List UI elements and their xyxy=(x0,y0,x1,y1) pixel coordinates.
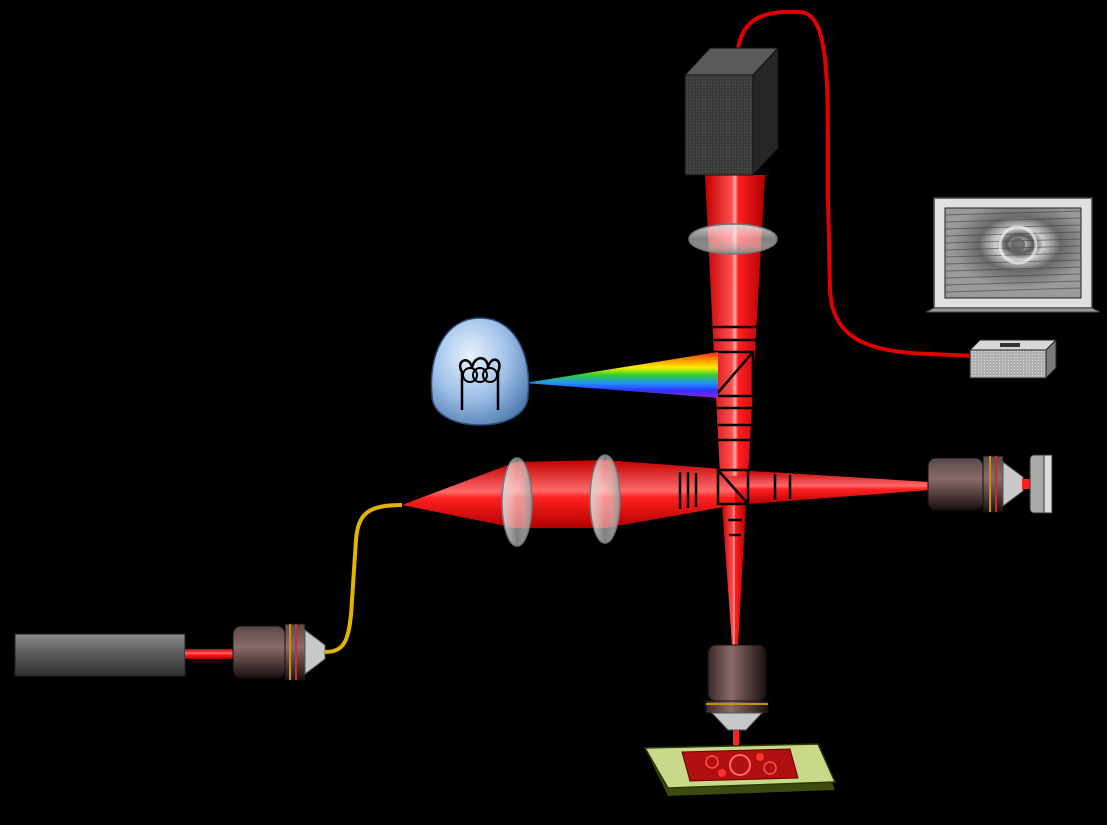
laser-output-beam xyxy=(185,649,235,659)
camera xyxy=(683,46,780,177)
camera-cable xyxy=(735,9,976,358)
lens-2 xyxy=(589,454,621,544)
beam-splitter xyxy=(716,468,750,506)
reference-mirror xyxy=(1029,454,1053,514)
coupling-objective xyxy=(232,623,326,681)
reference-focus-beam xyxy=(1022,479,1034,489)
reference-objective xyxy=(927,455,1024,513)
optical-fiber xyxy=(324,503,403,654)
sample-focus-beam xyxy=(733,727,739,749)
camera-tube-lens xyxy=(688,223,778,255)
main-beam xyxy=(516,460,605,528)
sample-slide xyxy=(643,743,837,796)
detection-beam xyxy=(705,175,765,476)
expanding-beam xyxy=(402,462,516,528)
computer xyxy=(968,338,1058,380)
fringe-marks-vertical xyxy=(713,325,757,537)
sample-beam xyxy=(722,505,746,645)
reference-beam xyxy=(735,470,930,505)
lens-1 xyxy=(501,457,533,547)
sample-objective xyxy=(705,644,769,731)
main-beam-2 xyxy=(605,460,735,528)
spectrum-light xyxy=(525,352,718,398)
laser-source xyxy=(14,633,186,677)
fringe-marks-horizontal xyxy=(678,472,792,509)
monitor xyxy=(925,197,1101,313)
halogen-lamp xyxy=(430,317,530,426)
